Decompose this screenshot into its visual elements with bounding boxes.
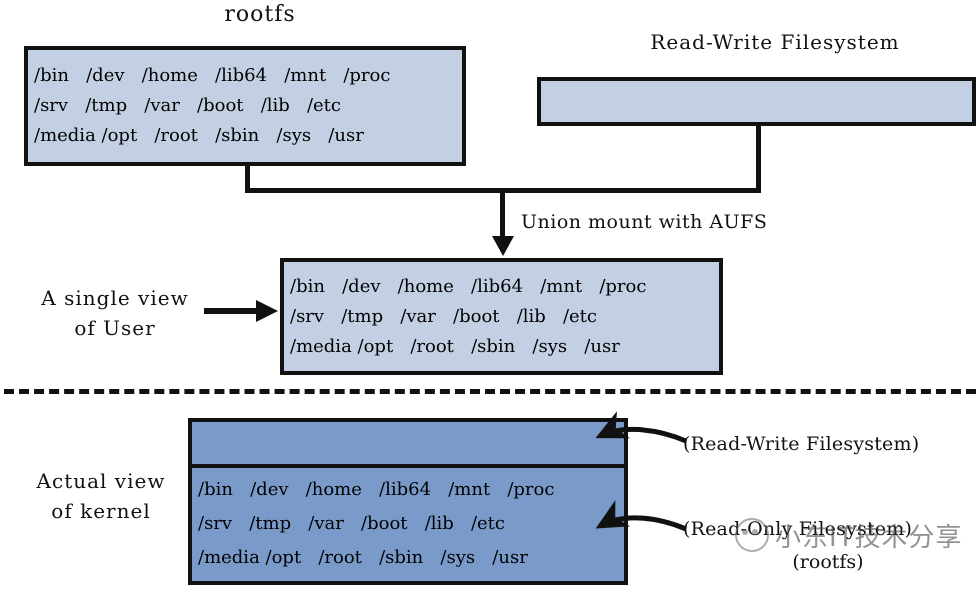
single-view-of-user-label: A single view of User bbox=[41, 286, 189, 340]
rootfs-directory-list: /bin /dev /home /lib64 /mnt /proc /srv /… bbox=[34, 52, 458, 160]
connector-rootfs-vertical bbox=[245, 164, 250, 192]
read-write-filesystem-title: Read-Write Filesystem bbox=[650, 30, 900, 54]
fs-row: /media /opt /root /sbin /sys /usr bbox=[34, 125, 364, 146]
kernel-layer-separator bbox=[188, 464, 628, 468]
fs-row: /bin /dev /home /lib64 /mnt /proc bbox=[290, 275, 647, 297]
user-kernel-divider bbox=[4, 389, 976, 394]
fs-row: /bin /dev /home /lib64 /mnt /proc bbox=[34, 65, 391, 86]
watermark: 小东IT技术分享 bbox=[735, 514, 965, 556]
user-view-arrow-head bbox=[256, 300, 278, 322]
fs-row: /media /opt /root /sbin /sys /usr bbox=[198, 547, 528, 568]
actual-view-of-kernel-label: Actual view of kernel bbox=[36, 469, 166, 523]
fs-row: /media /opt /root /sbin /sys /usr bbox=[290, 335, 620, 357]
fs-row: /srv /tmp /var /boot /lib /etc bbox=[290, 305, 597, 327]
kernel-directory-list: /bin /dev /home /lib64 /mnt /proc /srv /… bbox=[198, 470, 620, 578]
chat-bubble-icon bbox=[735, 518, 769, 552]
user-view-arrow-shaft bbox=[204, 308, 260, 314]
kernel-view-box bbox=[188, 418, 628, 585]
rootfs-title: rootfs bbox=[224, 2, 296, 27]
fs-row: /bin /dev /home /lib64 /mnt /proc bbox=[198, 479, 555, 500]
connector-readwrite-vertical bbox=[756, 124, 761, 192]
union-mount-arrow-head bbox=[492, 236, 514, 256]
fs-row: /srv /tmp /var /boot /lib /etc bbox=[34, 95, 341, 116]
fs-row: /srv /tmp /var /boot /lib /etc bbox=[198, 513, 505, 534]
rw-callout-label: (Read-Write Filesystem) bbox=[683, 433, 920, 455]
union-directory-list: /bin /dev /home /lib64 /mnt /proc /srv /… bbox=[290, 264, 715, 369]
read-write-filesystem-box bbox=[537, 77, 976, 126]
ro-callout-sublabel: (rootfs) bbox=[792, 551, 864, 573]
union-mount-arrow-shaft bbox=[500, 190, 505, 238]
union-mount-label: Union mount with AUFS bbox=[521, 211, 768, 233]
watermark-text: 小东IT技术分享 bbox=[775, 522, 963, 553]
union-view-box bbox=[280, 258, 723, 375]
